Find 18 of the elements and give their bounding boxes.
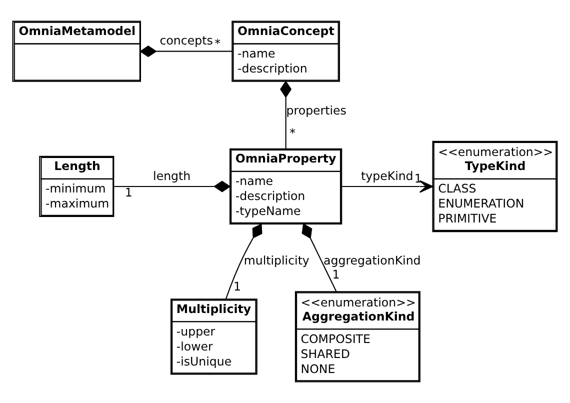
edge-label: properties	[286, 103, 346, 118]
edge-label: aggregationKind	[324, 254, 421, 268]
label: *	[290, 126, 296, 140]
label: 1	[332, 267, 340, 282]
connector	[140, 46, 232, 58]
label: 1	[414, 172, 422, 186]
label: 1	[234, 280, 242, 294]
connector	[114, 180, 231, 192]
label: 1	[124, 185, 132, 200]
edge-label: typeKind	[361, 168, 414, 183]
edge-label: multiplicity	[244, 254, 310, 268]
connector	[280, 80, 292, 149]
arrow	[342, 180, 434, 193]
connector	[225, 224, 262, 300]
label: *	[214, 36, 221, 51]
edge-label: length	[153, 168, 191, 183]
edge-label: concepts	[160, 34, 213, 48]
connector	[302, 223, 337, 292]
